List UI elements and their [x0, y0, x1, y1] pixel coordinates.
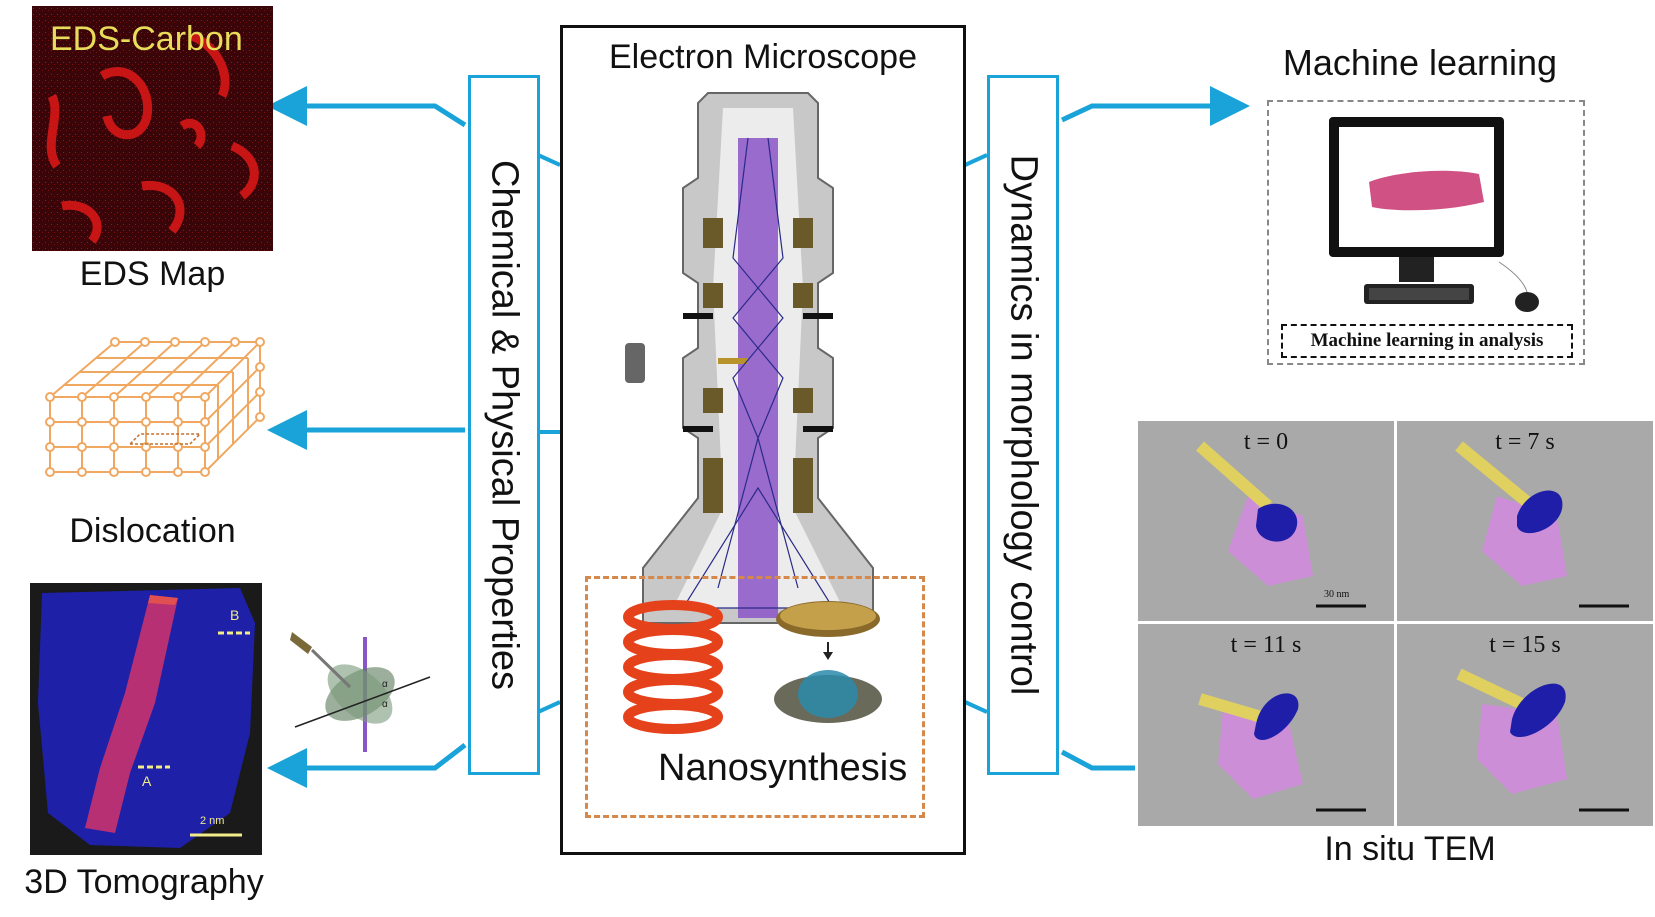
connector-right-bot	[964, 700, 988, 714]
dynamics-label: Dynamics in morphology control	[1002, 154, 1045, 696]
tem-particle-4	[1456, 668, 1629, 812]
tomography-image: B A 2 nm	[30, 583, 262, 855]
nanosynthesis-box: Nanosynthesis	[585, 576, 925, 818]
connector-right-top	[964, 153, 988, 167]
dislocation-caption: Dislocation	[69, 512, 236, 550]
tilt-angle-label-2: α	[382, 699, 388, 710]
eds-map-caption: EDS Map	[79, 255, 226, 293]
arrow-to-tomography	[267, 743, 467, 788]
ml-analysis-caption-box: Machine learning in analysis	[1281, 324, 1573, 358]
tilt-schematic-diagram: α α	[290, 632, 431, 752]
eds-map-image: EDS-Carbon	[32, 6, 273, 251]
tem-frame-2: t = 7 s	[1397, 421, 1653, 621]
electron-microscope-title: Electron Microscope	[608, 38, 917, 76]
arrow-to-in-situ-tem	[1060, 749, 1135, 771]
tem-particle-2	[1455, 441, 1629, 608]
eds-carbon-label: EDS-Carbon	[50, 20, 243, 58]
tem-scale-label: 30 nm	[1324, 589, 1350, 600]
in-situ-tem-caption: In situ TEM	[1324, 830, 1496, 868]
microscope-column	[625, 92, 874, 624]
dynamics-panel: Dynamics in morphology control	[987, 75, 1059, 775]
nanosynthesis-label: Nanosynthesis	[658, 747, 908, 789]
connector-left-bot	[537, 700, 561, 714]
tem-particle-1	[1196, 441, 1366, 608]
tem-particle-3	[1198, 693, 1366, 812]
tem-frame-4: t = 15 s	[1397, 624, 1653, 826]
tem-frame-1-label: t = 0	[1243, 429, 1289, 455]
machine-learning-title: Machine learning	[1282, 42, 1558, 83]
chemical-physical-panel: Chemical & Physical Properties	[468, 75, 540, 775]
electron-microscope-frame: Electron Microscope	[560, 25, 966, 855]
eds-carbon-signal	[32, 6, 273, 251]
ml-analysis-caption: Machine learning in analysis	[1310, 330, 1544, 351]
arrow-to-eds-map	[267, 86, 467, 128]
nanospring-illustration	[623, 600, 723, 734]
dislocation-lattice-diagram	[45, 337, 265, 477]
tem-frame-4-label: t = 15 s	[1489, 632, 1561, 658]
tilt-angle-label-1: α	[382, 679, 388, 690]
tem-frame-1: t = 0 30 nm	[1138, 421, 1394, 621]
computer-illustration	[1329, 117, 1539, 312]
arrow-to-machine-learning	[1060, 86, 1250, 126]
tem-frame-2-label: t = 7 s	[1495, 429, 1555, 455]
connector-left-top	[537, 153, 561, 167]
tomography-marker-b: B	[230, 607, 240, 623]
in-situ-tem-grid: t = 0 30 nm t = 7 s t = 11 s t = 15 s	[1138, 421, 1653, 826]
machine-learning-box: Machine learning in analysis	[1267, 100, 1585, 365]
tomography-marker-a: A	[142, 773, 152, 789]
nanoparticle-array-illustration	[774, 601, 882, 723]
tem-frame-3-label: t = 11 s	[1230, 632, 1302, 658]
tomography-scale-label: 2 nm	[200, 815, 225, 827]
tem-frame-3: t = 11 s	[1138, 624, 1394, 826]
chemical-physical-label: Chemical & Physical Properties	[483, 159, 526, 691]
tomography-caption: 3D Tomography	[24, 863, 264, 901]
